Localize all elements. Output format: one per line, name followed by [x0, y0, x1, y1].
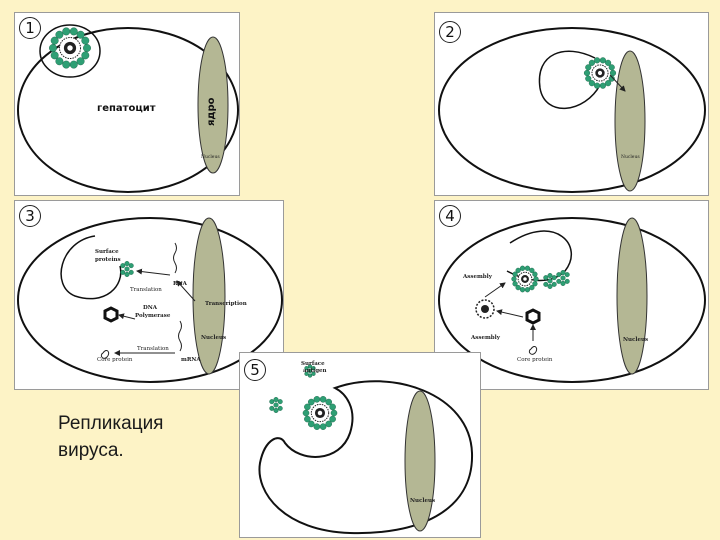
nucleus-small-label: Nucleus — [201, 155, 220, 160]
panel-2: 2 Nucleus — [434, 12, 709, 196]
label-nucleus: Nucleus — [623, 337, 649, 343]
panel-4-drawing — [438, 217, 706, 383]
cccdna — [525, 308, 541, 325]
surface-antigen-particle-2 — [304, 364, 316, 378]
caption-line-1: Репликация — [58, 413, 164, 434]
entry-arrow — [609, 74, 626, 92]
label-translation: Translation — [130, 287, 162, 293]
vesicle — [39, 24, 101, 78]
slide-caption: Репликация вируса. — [58, 410, 228, 464]
label-rna: RNA — [173, 281, 187, 287]
surface-protein-cluster-2 — [556, 270, 570, 286]
assembly-arrow-left — [496, 309, 524, 318]
surface-antigen-particle-1 — [269, 397, 283, 413]
label-mrna: mRNA — [181, 357, 201, 363]
cell-membrane — [438, 217, 706, 383]
virion-assembling — [511, 265, 539, 293]
label-translation-2: Translation — [137, 346, 169, 352]
endosome — [538, 50, 601, 110]
rna-strand — [173, 242, 177, 274]
panel-3-drawing — [17, 217, 283, 383]
label-core-protein: Core protein — [517, 357, 553, 363]
surface-protein-cluster-1 — [543, 273, 557, 289]
label-dna: DNA — [143, 305, 158, 311]
label-transcription: Transcription — [205, 301, 247, 307]
caption-line-2: вируса. — [58, 440, 124, 461]
step-number-4: 4 — [439, 205, 461, 227]
step-number-5: 5 — [244, 359, 266, 381]
label-proteins: proteins — [95, 257, 121, 263]
core-protein — [100, 350, 110, 359]
label-assembly-top: Assembly — [463, 274, 492, 280]
label-core-protein: Core protein — [97, 357, 133, 363]
cell-membrane — [438, 27, 706, 193]
nucleus — [616, 217, 648, 375]
transcription-arrow — [176, 280, 196, 302]
panel-1: 1 гепатоцит ядро Nucleus — [14, 12, 240, 196]
nucleus — [192, 217, 226, 375]
nucleus-label: ядро — [206, 97, 217, 126]
released-virion — [302, 396, 338, 430]
label-antigen: antigen — [303, 368, 327, 374]
panel-5-drawing — [258, 364, 474, 535]
nucleus-small-label: Nucleus — [621, 155, 640, 160]
step-number-3: 3 — [19, 205, 41, 227]
panel-5: 5 Surface antigen Nucleus — [239, 352, 481, 538]
nucleus — [614, 50, 646, 192]
nucleus — [197, 36, 229, 174]
assembly-arrow-up — [484, 282, 506, 298]
translation-arrow — [136, 268, 171, 276]
panel-2-drawing — [438, 27, 706, 193]
core-particle-center — [481, 305, 489, 313]
core-particle — [475, 299, 495, 319]
label-polymerase: Polymerase — [135, 313, 171, 319]
virus-particle — [49, 27, 91, 69]
step-number-1: 1 — [19, 17, 41, 39]
mrna-strand — [178, 320, 182, 352]
step-number-2: 2 — [439, 21, 461, 43]
label-nucleus: Nucleus — [201, 335, 227, 341]
label-surface: Surface — [95, 249, 119, 255]
cell-label: гепатоцит — [97, 103, 156, 114]
hepatocyte-membrane — [17, 27, 239, 193]
panel-1-drawing — [17, 24, 239, 193]
nucleus — [404, 390, 436, 532]
er-membrane — [60, 235, 122, 300]
surface-protein-cluster — [120, 261, 134, 277]
cell-membrane — [17, 217, 283, 383]
label-assembly-bottom: Assembly — [471, 335, 500, 341]
virus-particle — [583, 57, 617, 89]
polymerase-arrow — [118, 313, 136, 320]
label-surface: Surface — [301, 361, 325, 367]
label-nucleus: Nucleus — [410, 498, 436, 504]
cccdna — [103, 306, 119, 323]
cell-membrane — [258, 380, 474, 535]
core-protein — [528, 346, 538, 355]
